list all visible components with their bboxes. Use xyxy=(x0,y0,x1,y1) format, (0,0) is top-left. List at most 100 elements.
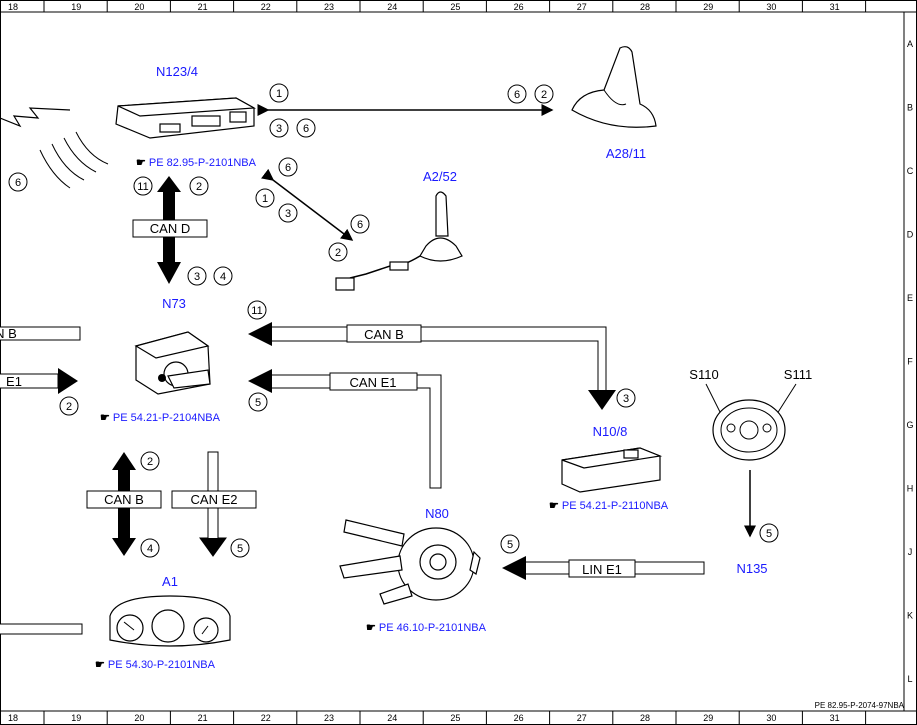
svg-text:2: 2 xyxy=(196,181,202,193)
column-tick-label: 22 xyxy=(261,2,271,12)
column-tick-label: 31 xyxy=(830,713,840,723)
badge-6-left xyxy=(8,172,28,192)
svg-text:5: 5 xyxy=(237,543,243,555)
label-n73: N73 xyxy=(162,296,186,311)
row-tick-label: D xyxy=(907,229,914,239)
n10-8-module xyxy=(561,447,663,493)
link-n123-a2-52 xyxy=(261,168,354,241)
svg-text:2: 2 xyxy=(66,401,72,413)
badge-5-n135 xyxy=(759,523,779,543)
svg-text:6: 6 xyxy=(285,162,291,174)
column-tick-label: 27 xyxy=(577,713,587,723)
can-e1-n80-n73: CAN E1 5 xyxy=(248,369,442,489)
column-tick-label: 24 xyxy=(387,713,397,723)
column-tick-label: 29 xyxy=(703,2,713,12)
svg-text:3: 3 xyxy=(623,393,629,405)
a28-11-antenna xyxy=(571,46,657,128)
lin-e1-n135-n80: LIN E1 5 xyxy=(500,534,705,580)
column-tick-label: 29 xyxy=(703,713,713,723)
column-tick-label: 21 xyxy=(198,713,208,723)
column-tick-label: 18 xyxy=(8,2,18,12)
a2-52-antenna xyxy=(335,191,463,291)
steering-wheel-icon xyxy=(705,383,797,461)
link-n123-a2-52-badges: 6 1 3 6 2 xyxy=(255,157,370,262)
column-tick-label: 21 xyxy=(198,2,208,12)
column-tick-label: 30 xyxy=(766,713,776,723)
left-can-b-stub: N B xyxy=(0,326,81,341)
svg-text:3: 3 xyxy=(285,208,291,220)
column-tick-label: 23 xyxy=(324,713,334,723)
ref-n10-8: ☛ PE 54.21-P-2110NBA xyxy=(549,500,669,512)
column-tick-label: 19 xyxy=(71,2,81,12)
svg-text:5: 5 xyxy=(255,397,261,409)
svg-text:6: 6 xyxy=(303,123,309,135)
svg-text:6: 6 xyxy=(357,219,363,231)
label-n10-8: N10/8 xyxy=(593,424,628,439)
a1-instrument-cluster xyxy=(109,595,231,647)
left-can-e1-stub: E1 2 xyxy=(0,368,79,416)
radio-waves-icon xyxy=(39,131,109,189)
svg-text:CAN B: CAN B xyxy=(104,492,144,507)
can-b-n73-n10-8: CAN B 11 3 xyxy=(247,300,636,410)
n123-4-module xyxy=(115,97,257,139)
ref-n73: ☛ PE 54.21-P-2104NBA xyxy=(100,412,221,424)
label-a1: A1 xyxy=(162,574,178,589)
column-tick-label: 28 xyxy=(640,2,650,12)
left-a1-stub xyxy=(0,623,83,635)
can-d-link: CAN D 11 2 3 4 xyxy=(132,176,233,286)
svg-text:3: 3 xyxy=(276,123,282,135)
column-tick-label: 24 xyxy=(387,2,397,12)
label-a2-52: A2/52 xyxy=(423,169,457,184)
can-e2-a1-link: CAN E2 5 xyxy=(171,451,257,558)
row-tick-label: F xyxy=(907,357,913,367)
svg-text:LIN E1: LIN E1 xyxy=(582,562,622,577)
wireless-signal-icon xyxy=(0,107,71,128)
label-n80: N80 xyxy=(425,506,449,521)
badge-6-left-text: 6 xyxy=(15,177,21,189)
column-tick-label: 20 xyxy=(134,713,144,723)
svg-text:E1: E1 xyxy=(6,374,22,389)
svg-text:3: 3 xyxy=(194,271,200,283)
svg-text:11: 11 xyxy=(137,181,148,193)
column-tick-label: 22 xyxy=(261,713,271,723)
row-tick-label: B xyxy=(907,102,913,112)
svg-text:6: 6 xyxy=(514,89,520,101)
n80-steering-column-module xyxy=(339,519,481,605)
ref-n80: ☛ PE 46.10-P-2101NBA xyxy=(366,622,487,634)
n73-ignition-switch xyxy=(134,331,211,395)
svg-text:CAN E2: CAN E2 xyxy=(191,492,238,507)
label-n135: N135 xyxy=(736,561,767,576)
column-tick-label: 25 xyxy=(450,713,460,723)
label-s110: S110 xyxy=(689,367,718,382)
row-tick-label: H xyxy=(907,484,914,494)
column-tick-label: 18 xyxy=(8,713,18,723)
row-tick-label: E xyxy=(907,293,913,303)
svg-text:5: 5 xyxy=(507,539,513,551)
svg-text:CAN B: CAN B xyxy=(364,327,404,342)
svg-text:N B: N B xyxy=(0,326,17,341)
row-tick-label: J xyxy=(908,547,913,557)
row-tick-label: C xyxy=(907,166,914,176)
label-n123-4: N123/4 xyxy=(156,64,198,79)
column-tick-label: 27 xyxy=(577,2,587,12)
column-tick-label: 25 xyxy=(450,2,460,12)
column-tick-label: 26 xyxy=(514,713,524,723)
label-a28-11: A28/11 xyxy=(606,146,646,161)
column-tick-label: 30 xyxy=(766,2,776,12)
column-tick-label: 26 xyxy=(514,2,524,12)
column-tick-label: 19 xyxy=(71,713,81,723)
ref-n123-4: ☛ PE 82.95-P-2101NBA xyxy=(136,157,257,169)
ref-a1: ☛ PE 54.30-P-2101NBA xyxy=(95,659,216,671)
column-tick-label: 20 xyxy=(134,2,144,12)
column-tick-label: 28 xyxy=(640,713,650,723)
can-b-a1-link: CAN B 2 4 xyxy=(86,451,162,558)
svg-text:4: 4 xyxy=(220,271,226,283)
label-s111: S111 xyxy=(784,367,812,382)
row-tick-label: K xyxy=(907,611,913,621)
row-tick-label: G xyxy=(906,420,913,430)
svg-text:1: 1 xyxy=(276,88,282,100)
svg-text:2: 2 xyxy=(541,89,547,101)
